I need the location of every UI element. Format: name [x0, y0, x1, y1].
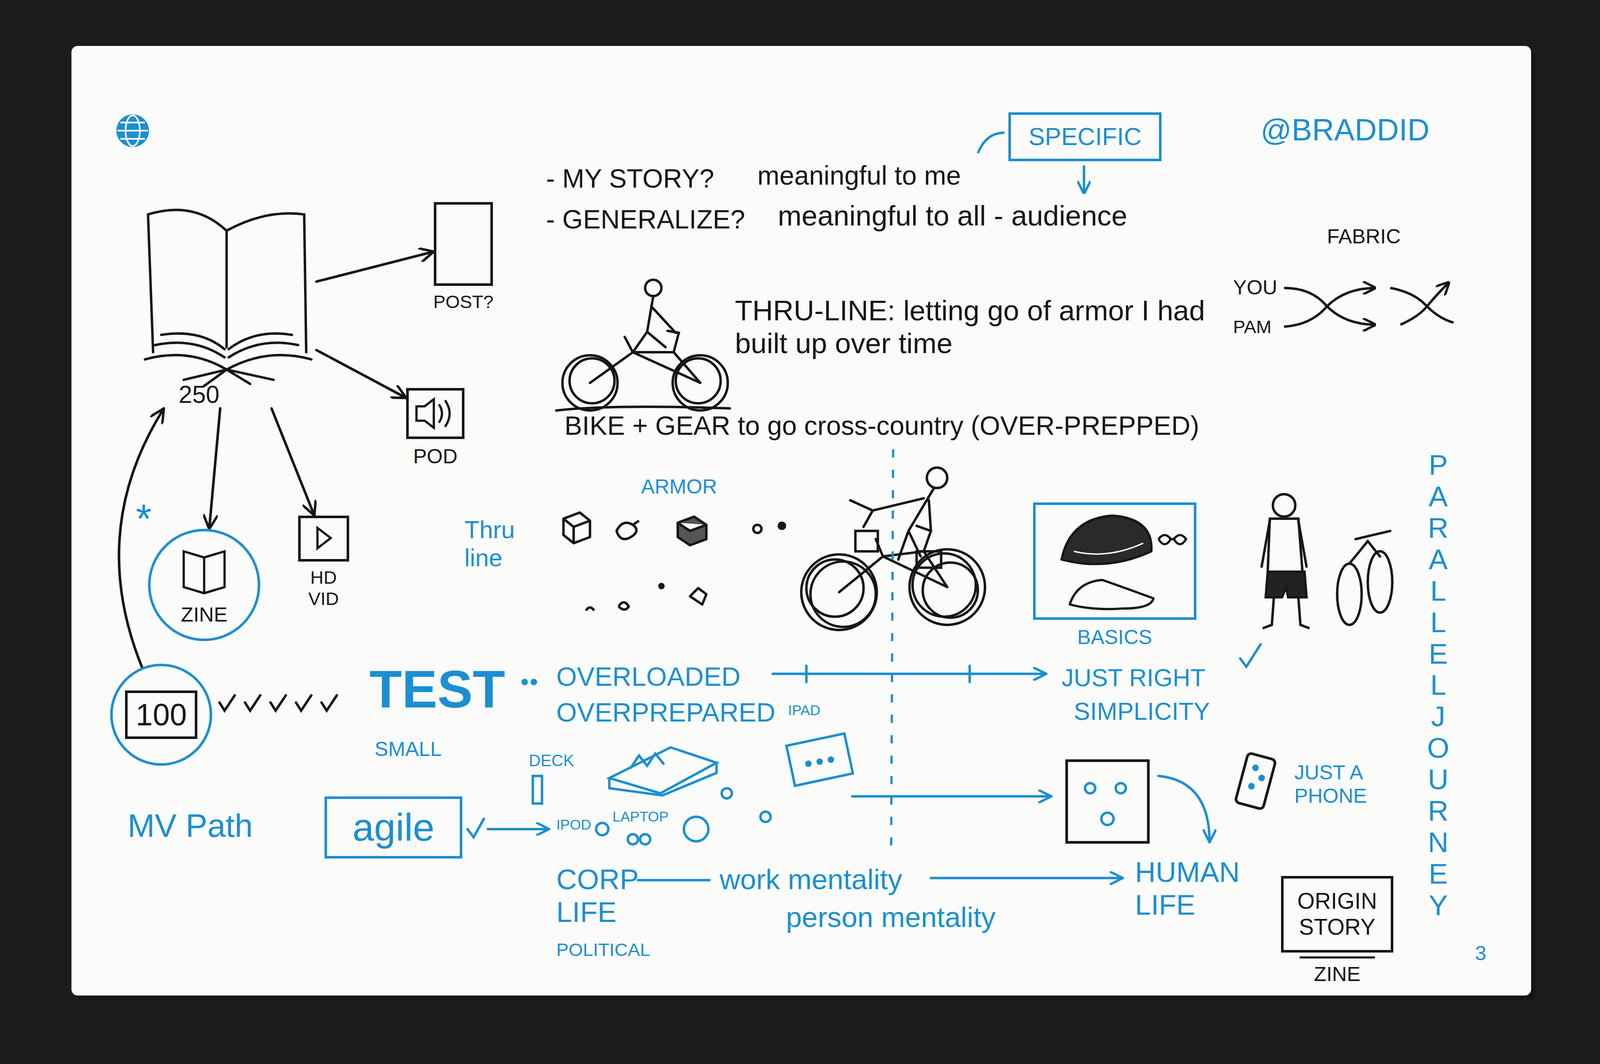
- device-outlines: [1066, 752, 1276, 843]
- arrow-connector: [316, 350, 407, 399]
- note-label: YOU: [1232, 275, 1278, 299]
- node-text: HD VID: [308, 566, 339, 610]
- note-label: SMALL: [374, 737, 442, 761]
- check-marks: [219, 694, 337, 711]
- note-label: PAM: [1232, 316, 1272, 338]
- index-card: [71, 45, 1536, 1000]
- specific-box: SPECIFIC: [1008, 112, 1162, 162]
- note-label: IPOD: [556, 816, 592, 834]
- note-label: POLITICAL: [556, 939, 651, 961]
- arrow-connector: [209, 408, 221, 530]
- agile-box: agile: [324, 796, 463, 859]
- note-label: OVERPREPARED: [556, 697, 776, 728]
- node-text: BASICS: [1077, 625, 1153, 649]
- node-text: 250: [178, 380, 220, 409]
- note-label: LAPTOP: [612, 808, 669, 826]
- note-label: person mentality: [785, 900, 996, 934]
- note-label: SIMPLICITY: [1073, 697, 1210, 726]
- note-label: DECK: [528, 751, 575, 770]
- note-label: FABRIC: [1326, 224, 1401, 248]
- open-book-sketch: [145, 209, 312, 386]
- zine-circle: ZINE: [148, 528, 261, 641]
- standing-rider: [1261, 494, 1393, 628]
- origin-story-box: ORIGIN STORYZINE: [1281, 875, 1394, 953]
- note-label: THRU-LINE: letting go of armor I had bui…: [734, 293, 1215, 360]
- gear-pile: [563, 512, 786, 611]
- node-text: POD: [413, 444, 458, 468]
- note-label: work mentality: [719, 862, 903, 896]
- basics-box: BASICS: [1033, 502, 1197, 620]
- video-box: HD VID: [298, 515, 350, 562]
- node-text: ZINE: [1299, 956, 1376, 986]
- node-text: ORIGIN STORY: [1297, 888, 1378, 940]
- note-label: Thru line: [464, 515, 515, 572]
- note-label: MV Path: [127, 806, 254, 844]
- note-label: @BRADDID: [1260, 112, 1430, 148]
- globe-icon: [116, 114, 150, 148]
- note-label: 3: [1474, 941, 1487, 965]
- blue-flow-lines: [467, 643, 1264, 880]
- node-text: 100: [125, 690, 198, 739]
- speaker-icon: [416, 398, 450, 428]
- pod-box: POD: [406, 387, 465, 439]
- note-label: ARMOR: [640, 474, 718, 499]
- fabric-weave: [1283, 281, 1454, 327]
- note-label: HUMAN LIFE: [1135, 855, 1240, 922]
- note-label: meaningful to me: [757, 160, 962, 191]
- post-box: POST?: [433, 202, 493, 286]
- note-label: TEST: [369, 658, 506, 720]
- note-label: meaningful to all - audience: [777, 199, 1128, 232]
- note-label: JUST RIGHT: [1061, 663, 1206, 692]
- note-label: IPAD: [788, 702, 821, 719]
- node-text: agile: [352, 804, 435, 850]
- note-label: *: [135, 495, 152, 542]
- note-label: - GENERALIZE?: [546, 204, 746, 235]
- play-icon: [317, 527, 331, 549]
- arrow-connector: [271, 408, 315, 516]
- basics-gear: [1061, 515, 1187, 610]
- vertical-title: PARALLEL JOURNEY: [1423, 449, 1453, 921]
- node-text: ZINE: [180, 602, 228, 627]
- book-icon: 250: [142, 199, 317, 409]
- note-label: CORP LIFE: [556, 862, 639, 929]
- note-label: OVERLOADED: [556, 661, 741, 692]
- note-label: BIKE + GEAR to go cross-country (OVER-PR…: [564, 410, 1200, 442]
- node-text: POST?: [433, 291, 494, 313]
- note-label: - MY STORY?: [546, 163, 715, 194]
- count-circle: 100: [110, 663, 213, 766]
- cyclist-sketch: [556, 279, 730, 411]
- arrow-connector: [316, 251, 434, 282]
- arrow-connector: [119, 408, 164, 668]
- node-text: SPECIFIC: [1028, 122, 1142, 151]
- zine-icon: [183, 551, 225, 593]
- note-label: JUST A PHONE: [1294, 760, 1367, 808]
